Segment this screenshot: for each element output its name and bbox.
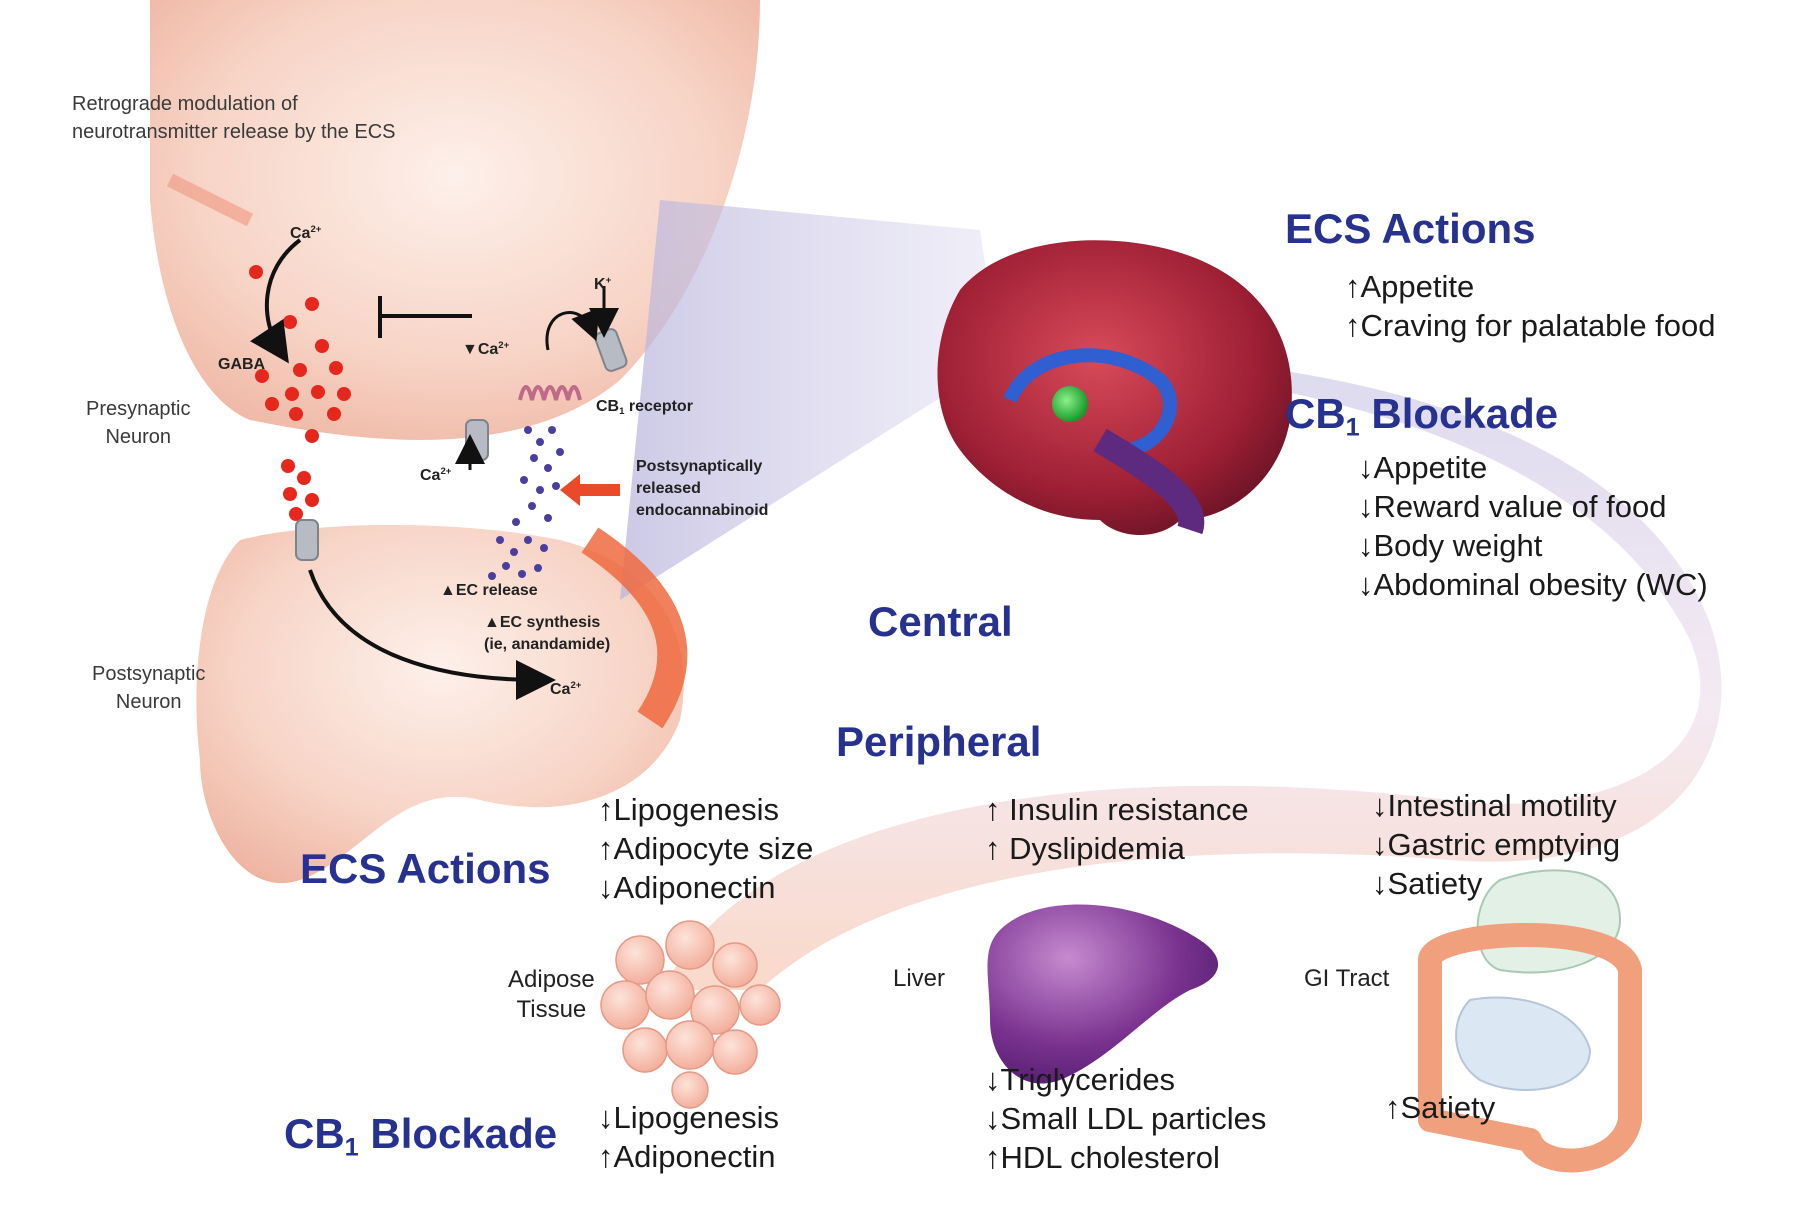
list-item: ↓Appetite	[1358, 450, 1488, 485]
list-item: ↓Adiponectin	[598, 870, 776, 905]
list-item: ↓Reward value of food	[1358, 489, 1667, 524]
postsynaptic-label: Postsynaptic Neuron	[92, 660, 205, 716]
central-ecs-actions-heading: ECS Actions	[1285, 205, 1536, 252]
ec-release-text: EC release	[455, 582, 538, 599]
k-charge: +	[605, 275, 612, 286]
central-peripheral-ribbon	[660, 360, 1722, 990]
list-item: ↓Lipogenesis	[598, 1100, 779, 1135]
synapse-caption-line1: Retrograde modulation of	[72, 93, 298, 115]
liver-label: Liver	[893, 965, 946, 992]
list-item: ↑HDL cholesterol	[985, 1140, 1220, 1175]
adipose-label-line1: Adipose	[508, 966, 595, 993]
central-cb1-blockade-list: ↓Appetite ↓Reward value of food ↓Body we…	[1358, 448, 1708, 604]
peripheral-ecs-actions-heading: ECS Actions	[300, 845, 551, 892]
ec-dots	[488, 426, 564, 580]
presynaptic-label: Presynaptic Neuron	[86, 395, 191, 451]
ca-label-top: Ca2+	[290, 224, 321, 243]
peripheral-cb1-blockade-heading: CB1 Blockade	[284, 1110, 557, 1163]
cb1-subscript: 1	[344, 1133, 359, 1162]
list-item: ↓Intestinal motility	[1372, 788, 1617, 823]
synapse-caption: Retrograde modulation of neurotransmitte…	[72, 90, 396, 146]
postsynaptic-label-line1: Postsynaptic	[92, 663, 206, 685]
list-item: ↑Adiponectin	[598, 1139, 776, 1174]
ca-charge: 2+	[310, 224, 322, 235]
cb1-prefix: CB	[596, 398, 620, 415]
ca-symbol: Ca	[420, 466, 441, 484]
adipose-ecs-actions-list: ↑Lipogenesis ↑Adipocyte size ↓Adiponecti…	[598, 790, 813, 907]
list-item: ↓Small LDL particles	[985, 1101, 1267, 1136]
list-item: ↑ Dyslipidemia	[985, 831, 1185, 866]
k-label: K+	[594, 275, 611, 294]
cb1-suffix: receptor	[624, 398, 693, 415]
central-ecs-actions-list: ↑Appetite ↑Craving for palatable food	[1345, 267, 1716, 345]
peripheral-label: Peripheral	[836, 718, 1042, 765]
list-item: ↓Satiety	[1372, 866, 1483, 901]
ca-symbol: Ca	[477, 340, 499, 358]
k-symbol: K	[594, 275, 606, 293]
released-ec-line3: endocannabinoid	[636, 502, 769, 519]
gi-ecs-actions-list: ↓Intestinal motility ↓Gastric emptying ↓…	[1372, 786, 1620, 903]
released-ec-line2: released	[636, 480, 701, 497]
cb1-receptor-label: CB1 receptor	[596, 398, 693, 417]
ec-synthesis-line1: EC synthesis	[499, 614, 601, 631]
ec-release-label: ▲EC release	[440, 582, 538, 599]
ec-synthesis-label: ▲EC synthesis (ie, anandamide)	[484, 612, 610, 656]
cb1-suffix: Blockade	[1359, 390, 1559, 437]
central-label: Central	[868, 598, 1013, 645]
list-item: ↑ Insulin resistance	[985, 792, 1249, 827]
list-item: ↓Triglycerides	[985, 1062, 1176, 1097]
cb1-suffix: Blockade	[358, 1110, 558, 1157]
cb1-subscript: 1	[1345, 413, 1360, 442]
list-item: ↑Adipocyte size	[598, 831, 814, 866]
liver-illustration	[987, 904, 1219, 1084]
postsynaptic-label-line2: Neuron	[115, 691, 182, 713]
cb1-receptor-shape	[518, 385, 582, 401]
list-item: ↑Lipogenesis	[598, 792, 779, 827]
list-item: ↓Body weight	[1358, 528, 1543, 563]
brain-illustration	[937, 240, 1292, 535]
presynaptic-label-line1: Presynaptic	[86, 398, 191, 420]
synapse-caption-line2: neurotransmitter release by the ECS	[72, 121, 396, 143]
cb1-subscript: 1	[619, 405, 625, 417]
adipose-label: Adipose Tissue	[508, 965, 595, 1025]
gi-tract-label: GI Tract	[1304, 965, 1390, 992]
ca-symbol: Ca	[290, 224, 311, 242]
gi-tract-illustration	[1418, 869, 1642, 1173]
ec-synthesis-line2: (ie, anandamide)	[484, 636, 611, 653]
adipose-label-line2: Tissue	[516, 996, 587, 1023]
list-item: ↑Appetite	[1345, 269, 1475, 304]
postsynaptic-neuron-shape	[196, 525, 684, 884]
ca-label-post: Ca2+	[550, 680, 581, 699]
ca-label-mid: ▼Ca2+	[462, 340, 510, 358]
gaba-label: GABA	[218, 356, 266, 373]
cb1-prefix: CB	[1285, 390, 1346, 437]
central-cb1-blockade-heading: CB1 Blockade	[1285, 390, 1558, 443]
gi-cb1-blockade-list: ↑Satiety	[1385, 1088, 1495, 1127]
released-ec-line1: Postsynaptically	[636, 458, 763, 475]
liver-ecs-actions-list: ↑ Insulin resistance ↑ Dyslipidemia	[985, 790, 1249, 868]
list-item: ↓Gastric emptying	[1372, 827, 1621, 862]
adipose-illustration	[600, 920, 781, 1109]
presynaptic-label-line2: Neuron	[105, 426, 172, 448]
list-item: ↓Abdominal obesity (WC)	[1358, 567, 1708, 602]
adipose-cb1-blockade-list: ↓Lipogenesis ↑Adiponectin	[598, 1098, 779, 1176]
ca-charge: 2+	[498, 340, 510, 351]
ca-charge: 2+	[440, 466, 452, 477]
ca-label-channel: Ca2+	[420, 466, 451, 485]
ca-symbol: Ca	[550, 680, 571, 698]
ca-charge: 2+	[570, 680, 582, 691]
liver-cb1-blockade-list: ↓Triglycerides ↓Small LDL particles ↑HDL…	[985, 1060, 1266, 1177]
list-item: ↑Craving for palatable food	[1345, 308, 1716, 343]
cb1-prefix: CB	[284, 1110, 345, 1157]
list-item: ↑Satiety	[1385, 1090, 1496, 1125]
released-ec-label: Postsynaptically released endocannabinoi…	[636, 456, 768, 522]
